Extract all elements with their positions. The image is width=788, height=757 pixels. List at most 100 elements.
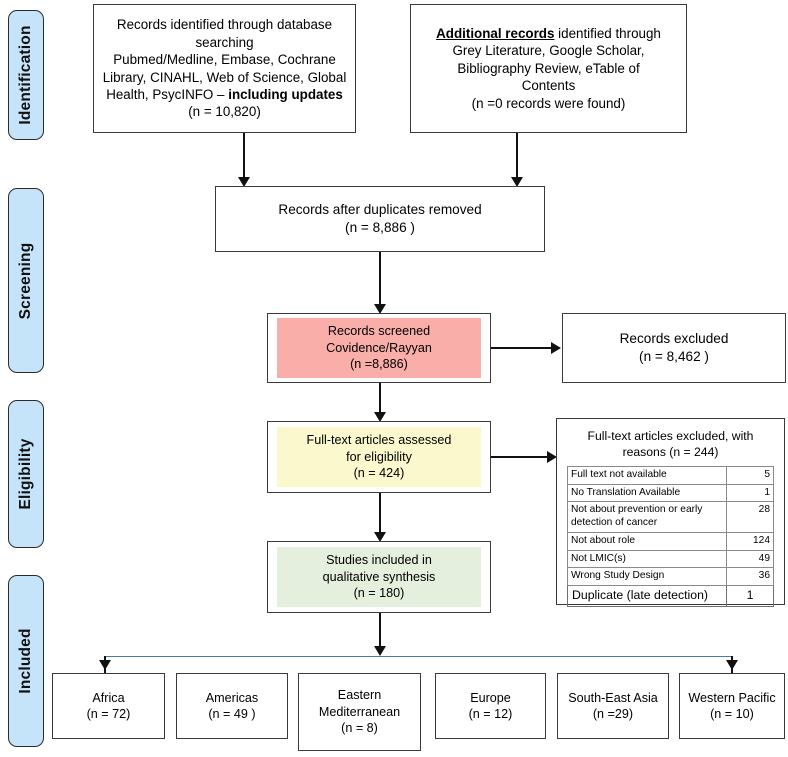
region-count: (n = 10) — [710, 707, 754, 721]
reason-count: 5 — [726, 465, 774, 485]
reason-count: 1 — [726, 585, 774, 607]
region-count: (n = 72) — [86, 707, 131, 721]
connector-screened-to-excluded — [491, 347, 553, 349]
box-region-western-pacific: Western Pacific (n = 10) — [679, 673, 785, 739]
connector-fulltext-to-reasons — [491, 456, 549, 458]
region-count: (n = 12) — [468, 707, 513, 721]
reason-count: 49 — [726, 549, 774, 569]
arrowhead-regions-right-branch — [725, 660, 738, 670]
box-fulltext-assessed: Full-text articles assessed for eligibil… — [267, 421, 491, 493]
database-search-line-2: searching — [195, 34, 254, 50]
box-studies-included: Studies included in qualitative synthesi… — [267, 541, 491, 613]
table-row: No Translation Available 1 — [567, 483, 774, 503]
additional-records-line-4: Contents — [521, 78, 576, 94]
region-count: (n = 8) — [341, 721, 378, 736]
connector-screened-to-fulltext — [379, 383, 381, 415]
box-records-screened: Records screened Covidence/Rayyan (n =8,… — [267, 313, 491, 383]
regions-distribution-bar — [104, 656, 732, 658]
arrowhead-duplicates-to-screened — [373, 304, 386, 314]
studies-included-line-1: Studies included in — [326, 553, 432, 568]
fulltext-assessed-highlight: Full-text articles assessed for eligibil… — [277, 427, 481, 487]
stage-label-included: Included — [17, 628, 34, 694]
fulltext-assessed-line-2: for eligibility — [346, 449, 412, 464]
reason-label: Not LMIC(s) — [567, 549, 727, 569]
reason-count: 1 — [726, 483, 774, 503]
connector-duplicates-to-screened — [379, 252, 381, 306]
arrowhead-included-to-regions — [373, 646, 386, 656]
arrowhead-database-to-duplicates — [237, 177, 250, 187]
table-row: Full text not available 5 — [567, 465, 774, 485]
table-row: Not about role 124 — [567, 531, 774, 551]
database-search-line-3: Pubmed/Medline, Embase, Cochrane — [113, 52, 336, 68]
reason-label: Wrong Study Design — [567, 567, 727, 587]
region-name: Americas — [205, 690, 259, 705]
stage-pill-included: Included — [8, 575, 44, 747]
reason-label: Duplicate (late detection) — [567, 585, 727, 607]
connector-database-to-duplicates — [243, 133, 245, 179]
box-region-africa: Africa (n = 72) — [52, 673, 165, 739]
region-count: (n = 49 ) — [208, 707, 256, 721]
reason-label: Not about prevention or early detection … — [567, 501, 727, 533]
database-search-line-5-emphasis: including updates — [228, 86, 343, 102]
box-region-south-east-asia: South-East Asia (n =29) — [557, 673, 669, 739]
fulltext-assessed-count: (n = 424) — [353, 466, 405, 481]
studies-included-count: (n = 180) — [353, 586, 405, 601]
region-name: South-East Asia — [568, 690, 658, 705]
connector-included-to-regions — [379, 613, 381, 651]
table-row: Not about prevention or early detection … — [567, 501, 774, 533]
box-additional-records: Additional records identified through Gr… — [410, 4, 687, 133]
table-row: Wrong Study Design 36 — [567, 567, 774, 587]
records-screened-label: Records screened — [327, 324, 431, 339]
connector-additional-to-duplicates — [516, 133, 518, 179]
reason-label: Full text not available — [567, 465, 727, 485]
box-region-eastern-mediterranean: Eastern Mediterranean (n = 8) — [298, 673, 421, 751]
stage-label-screening: Screening — [17, 242, 34, 319]
arrowhead-regions-left-branch — [98, 660, 111, 670]
region-count: (n =29) — [592, 707, 634, 721]
database-search-line-1: Records identified through database — [116, 17, 333, 33]
region-name: Eastern Mediterranean — [318, 688, 401, 719]
records-screened-highlight: Records screened Covidence/Rayyan (n =8,… — [277, 318, 481, 378]
studies-included-highlight: Studies included in qualitative synthesi… — [277, 547, 481, 607]
stage-label-identification: Identification — [17, 25, 34, 125]
panel-exclusion-reasons: Full-text articles excluded, with reason… — [556, 418, 785, 607]
reason-count: 36 — [726, 567, 774, 587]
database-search-line-5: Health, PsycINFO – — [106, 86, 229, 102]
region-name: Western Pacific — [688, 690, 776, 705]
duplicates-removed-count: (n = 8,886 ) — [345, 220, 415, 235]
box-duplicates-removed: Records after duplicates removed (n = 8,… — [215, 186, 545, 252]
records-excluded-label: Records excluded — [619, 331, 729, 347]
database-search-line-4: Library, CINAHL, Web of Science, Global — [102, 69, 347, 85]
stage-pill-eligibility: Eligibility — [8, 400, 44, 548]
additional-records-line-2: Grey Literature, Google Scholar, — [452, 43, 645, 59]
box-database-search: Records identified through database sear… — [93, 4, 356, 133]
reason-label: Not about role — [567, 531, 727, 551]
box-region-europe: Europe (n = 12) — [435, 673, 546, 739]
box-records-excluded: Records excluded (n = 8,462 ) — [562, 313, 786, 383]
arrowhead-screened-to-fulltext — [373, 412, 386, 422]
database-search-count: (n = 10,820) — [188, 104, 261, 120]
exclusion-reasons-title-line-2: reasons (n = 244) — [622, 445, 719, 460]
exclusion-reasons-title: Full-text articles excluded, with reason… — [567, 428, 774, 461]
duplicates-removed-label: Records after duplicates removed — [278, 202, 482, 218]
records-screened-count: (n =8,886) — [350, 357, 408, 372]
exclusion-reasons-title-line-1: Full-text articles excluded, with — [587, 429, 754, 443]
stage-pill-screening: Screening — [8, 188, 44, 373]
reason-label: No Translation Available — [567, 483, 727, 503]
arrowhead-screened-to-excluded — [551, 341, 561, 354]
additional-records-count: (n =0 records were found) — [471, 95, 626, 111]
arrowhead-fulltext-to-included — [373, 532, 386, 542]
arrowhead-additional-to-duplicates — [510, 177, 523, 187]
additional-records-emphasis: Additional records — [436, 25, 555, 41]
connector-fulltext-to-included — [379, 493, 381, 535]
additional-records-line-3: Bibliography Review, eTable of — [457, 60, 640, 76]
reason-count: 28 — [726, 501, 774, 533]
table-row: Not LMIC(s) 49 — [567, 549, 774, 569]
fulltext-assessed-line-1: Full-text articles assessed — [306, 433, 452, 448]
exclusion-reasons-table: Full text not available 5 No Translation… — [567, 465, 774, 607]
stage-label-eligibility: Eligibility — [17, 438, 34, 510]
arrowhead-fulltext-to-reasons — [547, 450, 557, 463]
records-screened-tool: Covidence/Rayyan — [326, 340, 432, 355]
studies-included-line-2: qualitative synthesis — [322, 569, 436, 584]
